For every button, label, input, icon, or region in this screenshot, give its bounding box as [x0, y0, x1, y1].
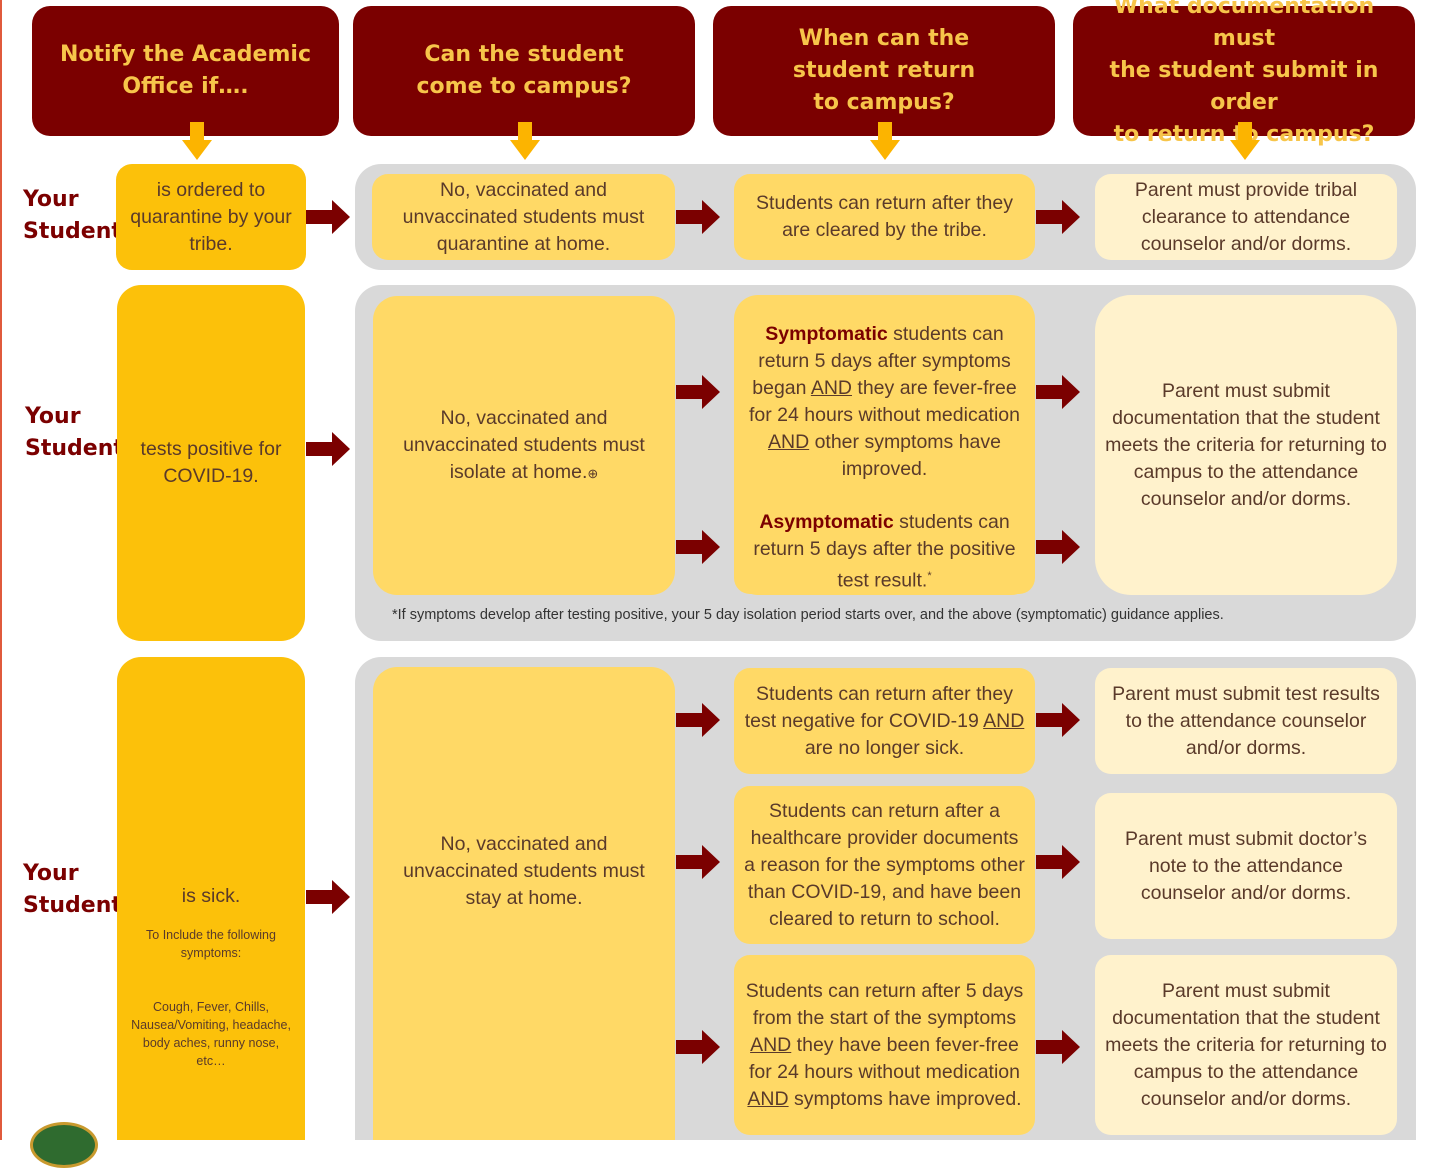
- right-arrow-icon: [1036, 703, 1080, 737]
- row3-docs-note-box: Parent must submit doctor’s note to the …: [1095, 793, 1397, 939]
- condition-quarantine: is ordered to quarantine by your tribe.: [116, 164, 306, 270]
- row3-campus-box: No, vaccinated and unvaccinated students…: [373, 667, 675, 1140]
- header-documentation: What documentation must the student subm…: [1073, 0, 1415, 147]
- row3-docs-test-box: Parent must submit test results to the a…: [1095, 668, 1397, 774]
- right-arrow-icon: [1036, 1030, 1080, 1064]
- condition-sick: is sick. To Include the following sympto…: [117, 657, 305, 1140]
- down-arrow-icon: [510, 122, 540, 160]
- row1-docs-box: Parent must provide tribal clearance to …: [1095, 174, 1397, 260]
- row3-return-days-box: Students can return after 5 days from th…: [734, 955, 1035, 1135]
- right-arrow-icon: [676, 1030, 720, 1064]
- down-arrow-icon: [1230, 122, 1260, 160]
- right-arrow-icon: [306, 200, 350, 234]
- asymptomatic-label: Asymptomatic: [759, 511, 894, 534]
- right-arrow-icon: [306, 880, 350, 914]
- footnote-text: *If symptoms develop after testing posit…: [392, 607, 1224, 623]
- school-seal-logo: [30, 1122, 98, 1168]
- row3-docs-criteria-box: Parent must submit documentation that th…: [1095, 955, 1397, 1135]
- right-arrow-icon: [676, 375, 720, 409]
- right-arrow-icon: [1036, 200, 1080, 234]
- right-arrow-icon: [1036, 530, 1080, 564]
- row1-return-box: Students can return after they are clear…: [734, 174, 1035, 260]
- row3-return-provider-box: Students can return after a healthcare p…: [734, 786, 1035, 944]
- header-notify: Notify the Academic Office if….: [32, 6, 339, 136]
- symptomatic-label: Symptomatic: [765, 323, 888, 345]
- down-arrow-icon: [870, 122, 900, 160]
- footnote-mark: ⊕: [587, 465, 599, 481]
- down-arrow-icon: [182, 122, 212, 160]
- row3-return-negative-box: Students can return after they test nega…: [734, 668, 1035, 774]
- row1-campus-box: No, vaccinated and unvaccinated students…: [372, 174, 675, 260]
- right-arrow-icon: [306, 432, 350, 466]
- header-when-return: When can the student return to campus?: [713, 6, 1055, 136]
- right-arrow-icon: [676, 200, 720, 234]
- right-arrow-icon: [1036, 375, 1080, 409]
- header-come-to-campus: Can the student come to campus?: [353, 6, 695, 136]
- condition-positive: tests positive for COVID-19.: [117, 285, 305, 641]
- row2-campus-box: No, vaccinated and unvaccinated students…: [373, 296, 675, 595]
- right-arrow-icon: [676, 530, 720, 564]
- row2-docs-box: Parent must submit documentation that th…: [1095, 295, 1397, 595]
- symptoms-intro: To Include the following symptoms:: [146, 928, 276, 960]
- right-arrow-icon: [1036, 845, 1080, 879]
- right-arrow-icon: [676, 703, 720, 737]
- row2-asymptomatic-box: Asymptomatic students can return 5 days …: [734, 510, 1035, 594]
- left-edge-line: [0, 0, 2, 1140]
- symptoms-list: Cough, Fever, Chills, Nausea/Vomiting, h…: [131, 1000, 291, 1068]
- right-arrow-icon: [676, 845, 720, 879]
